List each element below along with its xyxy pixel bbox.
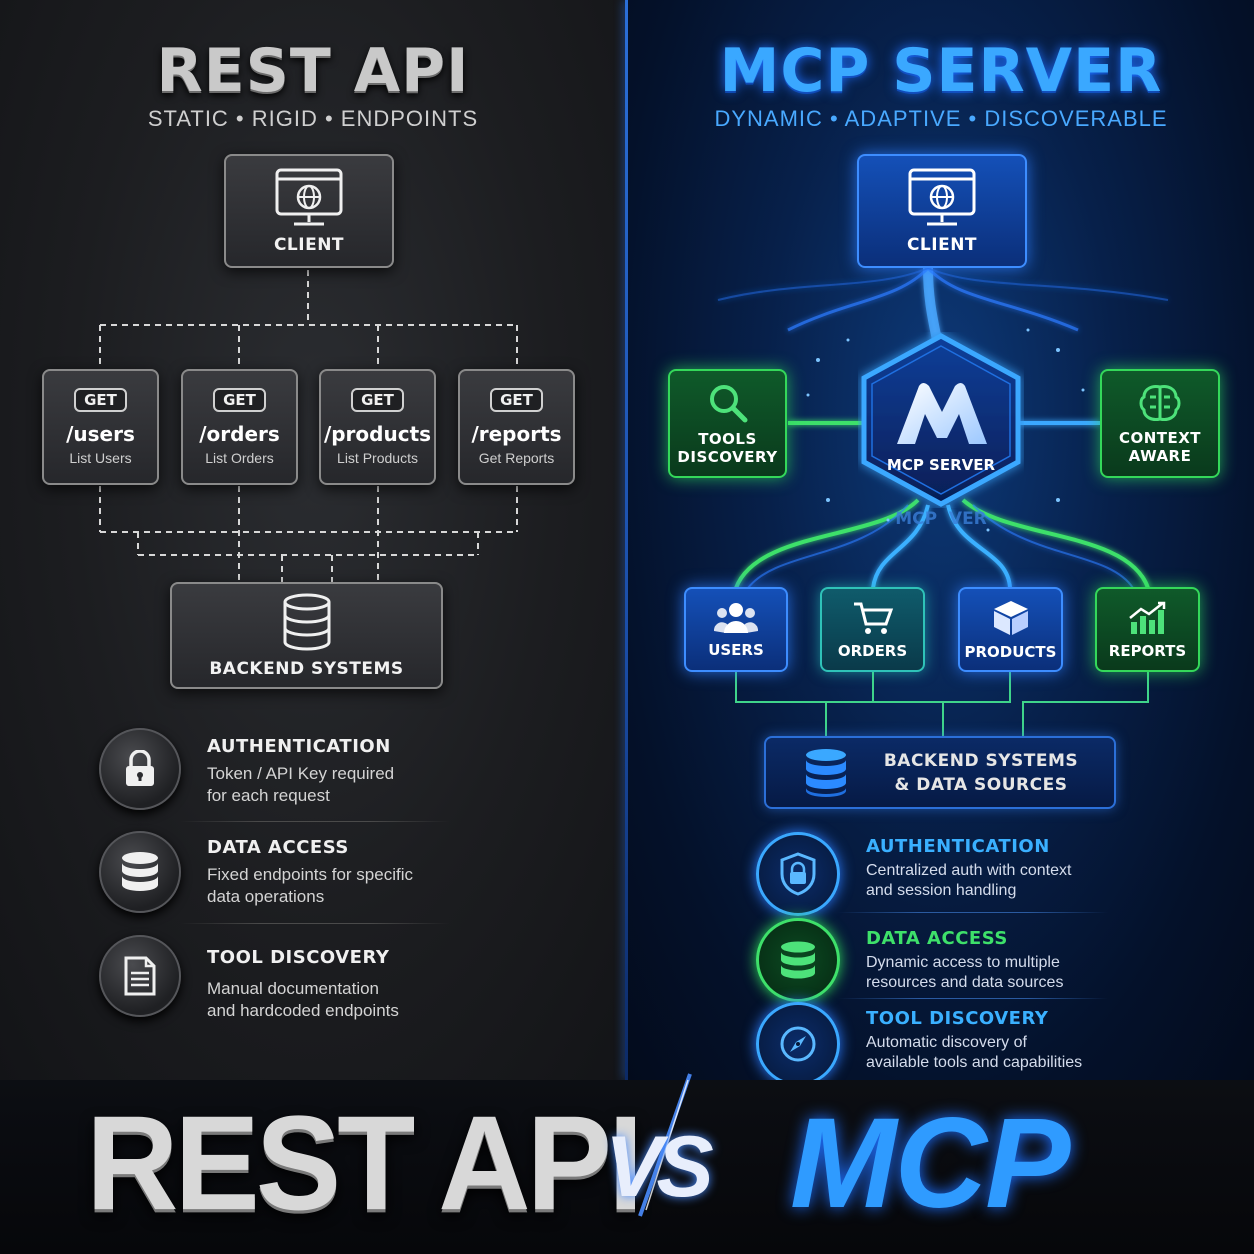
tools-discovery-line2: DISCOVERY (677, 447, 778, 466)
tools-discovery-node[interactable]: TOOLS DISCOVERY (668, 369, 787, 478)
database-icon (805, 748, 846, 797)
feature-desc-line1: Fixed endpoints for specific (207, 865, 413, 884)
feature-desc-line1: Dynamic access to multiple (866, 954, 1060, 971)
mcp-backend-line2: & DATA SOURCES (894, 774, 1068, 795)
resource-label: USERS (708, 640, 764, 659)
users-icon (714, 602, 758, 633)
lightning-slash-icon (638, 1073, 692, 1217)
separator (180, 821, 450, 822)
mcp-client-node: CLIENT (857, 154, 1027, 268)
vs-label: VS (605, 1119, 714, 1215)
feature-desc-line2: data operations (207, 887, 325, 906)
database-icon (756, 918, 840, 1002)
center-divider (625, 0, 628, 1080)
resource-products[interactable]: PRODUCTS (958, 587, 1063, 672)
rest-backend-label: BACKEND SYSTEMS (209, 658, 404, 679)
resource-orders[interactable]: ORDERS (820, 587, 925, 672)
mcp-feature-data-access: DATA ACCESS Dynamic access to multiple r… (756, 918, 1063, 1002)
resource-label: PRODUCTS (964, 642, 1057, 661)
rest-api-subheading: STATIC • RIGID • ENDPOINTS (147, 106, 479, 131)
feature-desc-line1: Token / API Key required (207, 764, 395, 783)
method-badge: GET (490, 388, 543, 412)
method-badge: GET (351, 388, 404, 412)
method-badge: GET (213, 388, 266, 412)
feature-title: AUTHENTICATION (207, 736, 391, 757)
endpoint-path: /reports (471, 422, 562, 446)
mcp-backend-line1: BACKEND SYSTEMS (883, 750, 1079, 771)
endpoint-desc: List Users (69, 450, 132, 466)
feature-desc-line1: Centralized auth with context (866, 862, 1072, 879)
endpoint-desc: List Products (337, 450, 418, 466)
resource-label: ORDERS (837, 641, 908, 660)
mcp-client-label: CLIENT (906, 235, 978, 255)
bottom-mcp-title: MCP (790, 1092, 1070, 1235)
resource-label: REPORTS (1108, 641, 1187, 660)
context-aware-line1: CONTEXT (1118, 428, 1202, 447)
endpoint-path: /orders (199, 422, 280, 446)
shield-lock-icon (756, 832, 840, 916)
endpoint-products[interactable]: GET /products List Products (319, 369, 436, 485)
document-icon (99, 935, 181, 1017)
rest-dashed-connectors (99, 270, 518, 582)
mcp-logo-icon (897, 383, 987, 444)
endpoint-users[interactable]: GET /users List Users (42, 369, 159, 485)
feature-desc-line1: Manual documentation (207, 979, 380, 998)
rest-feature-data-access: DATA ACCESS Fixed endpoints for specific… (99, 831, 413, 913)
resource-users[interactable]: USERS (684, 587, 788, 672)
endpoint-desc: Get Reports (478, 450, 555, 466)
feature-title: DATA ACCESS (207, 837, 349, 858)
monitor-globe-icon (908, 168, 976, 226)
bar-chart-icon (1128, 601, 1165, 634)
mcp-server-subheading: DYNAMIC • ADAPTIVE • DISCOVERABLE (714, 106, 1168, 131)
feature-title: TOOL DISCOVERY (866, 1008, 1049, 1029)
feature-desc-line1: Automatic discovery of (866, 1034, 1027, 1051)
padlock-icon (99, 728, 181, 810)
rest-feature-tool-discovery: TOOL DISCOVERY Manual documentation and … (99, 935, 399, 1022)
mcp-feature-authentication: AUTHENTICATION Centralized auth with con… (756, 832, 1071, 916)
feature-desc-line2: and hardcoded endpoints (207, 1001, 399, 1020)
feature-desc-line2: for each request (207, 786, 330, 805)
mcp-server-panel: MCP SERVER DYNAMIC • ADAPTIVE • DISCOVER… (628, 0, 1254, 1080)
mcp-backend-node: BACKEND SYSTEMS & DATA SOURCES (764, 736, 1116, 809)
feature-title: AUTHENTICATION (866, 836, 1050, 857)
feature-desc-line2: and session handling (866, 882, 1017, 899)
rest-backend-node: BACKEND SYSTEMS (170, 582, 443, 689)
separator (180, 923, 450, 924)
feature-title: DATA ACCESS (866, 928, 1008, 949)
rest-client-label: CLIENT (273, 235, 345, 255)
database-icon (283, 593, 330, 650)
bottom-banner (0, 1080, 1254, 1254)
brain-icon (1139, 384, 1181, 421)
mcp-hub-ghost-label: MCP VER (895, 509, 987, 529)
feature-desc-line2: available tools and capabilities (866, 1054, 1083, 1071)
rest-client-node: CLIENT (224, 154, 394, 268)
mcp-feature-tool-discovery: TOOL DISCOVERY Automatic discovery of av… (756, 1002, 1082, 1080)
feature-desc-line2: resources and data sources (866, 974, 1064, 991)
shopping-cart-icon (853, 602, 893, 634)
magnifier-icon (709, 384, 747, 422)
endpoint-path: /products (323, 422, 432, 446)
tools-discovery-line1: TOOLS (698, 429, 757, 448)
database-icon (99, 831, 181, 913)
feature-title: TOOL DISCOVERY (207, 947, 390, 968)
context-aware-node[interactable]: CONTEXT AWARE (1100, 369, 1220, 478)
endpoint-path: /users (66, 422, 135, 446)
monitor-globe-icon (275, 168, 343, 226)
bottom-rest-api-title: REST API (86, 1088, 644, 1239)
resource-reports[interactable]: REPORTS (1095, 587, 1200, 672)
mcp-hub-label: MCP SERVER (886, 456, 996, 474)
method-badge: GET (74, 388, 127, 412)
compass-icon (756, 1002, 840, 1080)
endpoint-reports[interactable]: GET /reports Get Reports (458, 369, 575, 485)
rest-api-heading: REST API (156, 36, 470, 106)
separator (838, 912, 1108, 913)
context-aware-line2: AWARE (1128, 446, 1192, 465)
mcp-server-heading: MCP SERVER (719, 36, 1163, 106)
rest-api-panel: REST API STATIC • RIGID • ENDPOINTS (0, 0, 626, 1080)
rest-feature-authentication: AUTHENTICATION Token / API Key required … (99, 728, 394, 810)
separator (838, 998, 1108, 999)
box-icon (993, 600, 1028, 635)
endpoint-desc: List Orders (205, 450, 274, 466)
endpoint-orders[interactable]: GET /orders List Orders (181, 369, 298, 485)
